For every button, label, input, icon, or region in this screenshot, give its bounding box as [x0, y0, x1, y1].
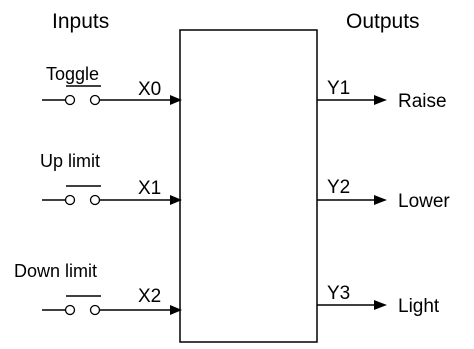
terminal-y3: Y3: [327, 283, 350, 304]
contact-right-up-limit: [89, 194, 101, 206]
output-device-raise: Raise: [398, 91, 447, 112]
terminal-x1: X1: [138, 178, 161, 199]
output-device-lower: Lower: [398, 191, 450, 212]
arrow-y3: [374, 300, 387, 310]
output-device-light: Light: [398, 296, 440, 317]
inputs-header: Inputs: [52, 10, 109, 33]
arrow-x2: [170, 305, 182, 315]
switch-label-up-limit: Up limit: [40, 151, 100, 171]
input-row-up-limit: Up limit X1: [40, 151, 182, 206]
arrow-y2: [374, 195, 387, 205]
contact-left-up-limit: [64, 194, 76, 206]
switch-label-down-limit: Down limit: [14, 261, 97, 281]
arrow-y1: [374, 95, 387, 105]
contact-left-toggle: [64, 94, 76, 106]
terminal-x0: X0: [138, 79, 161, 100]
contact-right-toggle: [89, 94, 101, 106]
input-row-toggle: Toggle X0: [42, 64, 182, 106]
terminal-y2: Y2: [327, 177, 350, 198]
output-row-light: Y3 Light: [317, 283, 440, 317]
output-row-lower: Y2 Lower: [317, 177, 450, 212]
terminal-x2: X2: [138, 286, 161, 307]
contact-left-down-limit: [64, 304, 76, 316]
controller-block: [179, 29, 318, 343]
output-row-raise: Y1 Raise: [317, 78, 447, 112]
contact-right-down-limit: [89, 304, 101, 316]
outputs-header: Outputs: [346, 10, 420, 33]
arrow-x0: [170, 95, 182, 105]
switch-label-toggle: Toggle: [46, 64, 99, 84]
input-row-down-limit: Down limit X2: [14, 261, 182, 316]
terminal-y1: Y1: [327, 78, 350, 99]
arrow-x1: [170, 195, 182, 205]
